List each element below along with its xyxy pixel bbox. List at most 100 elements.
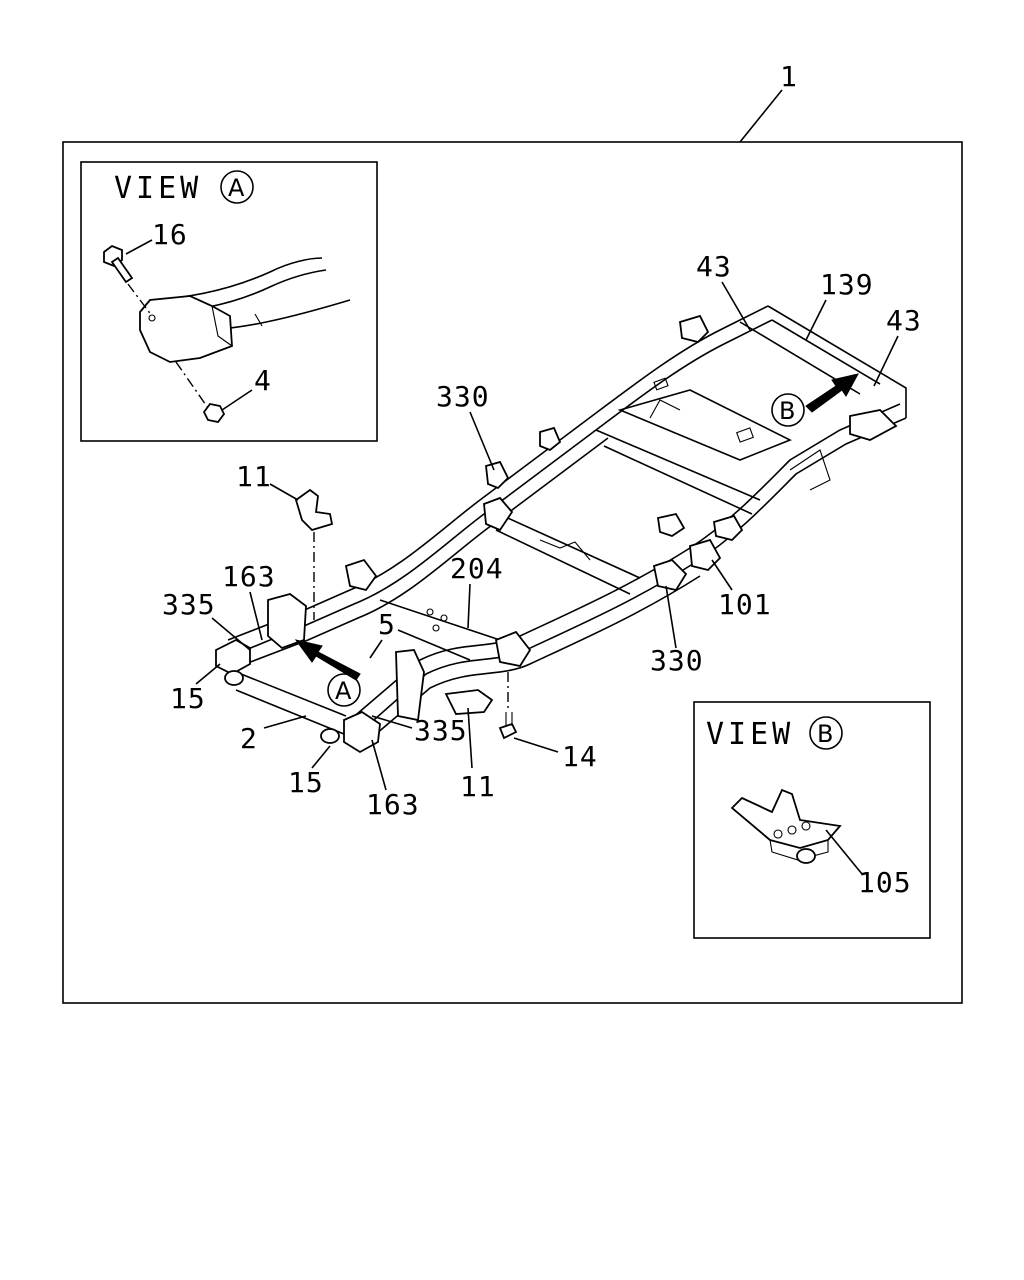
left-rail-top-outer bbox=[227, 305, 769, 641]
view-a-rail-top bbox=[149, 257, 323, 301]
view-a-bolt-leader bbox=[125, 239, 153, 255]
front-right-tower bbox=[395, 649, 425, 722]
leader-11-top bbox=[269, 483, 299, 501]
leader-43-right bbox=[873, 335, 899, 387]
right-rail-bottom bbox=[361, 575, 701, 747]
assembly-border bbox=[62, 141, 963, 1004]
left-rail-bottom bbox=[239, 437, 609, 667]
view-a-bracket bbox=[139, 295, 233, 363]
callout-335-right: 335 bbox=[414, 714, 468, 747]
view-a-bolt bbox=[103, 244, 134, 284]
rear-crossmember-outer bbox=[767, 305, 907, 418]
view-a-bolt-axis bbox=[127, 283, 153, 317]
view-b-inset: VIEW B 105 bbox=[693, 701, 931, 939]
leader-43-left bbox=[721, 281, 751, 331]
bolt-14-head bbox=[498, 722, 518, 740]
leader-335-left bbox=[211, 617, 251, 651]
view-b-hole-3 bbox=[801, 821, 811, 831]
leader-330-bottom bbox=[665, 585, 677, 649]
leader-163-top bbox=[249, 591, 263, 641]
view-a-hole bbox=[148, 314, 156, 322]
rail-bracket-inner-right bbox=[656, 512, 686, 537]
crossmember-4-plate bbox=[617, 389, 792, 461]
leader-204 bbox=[467, 583, 471, 629]
arrow-to-view-a bbox=[294, 639, 361, 681]
rail-bracket-rear-left bbox=[679, 314, 710, 343]
leader-101 bbox=[711, 559, 733, 591]
callout-335-left: 335 bbox=[162, 588, 216, 621]
crossmember-2-line bbox=[539, 539, 591, 561]
front-right-bushing bbox=[320, 728, 340, 744]
callout-5: 5 bbox=[378, 608, 396, 641]
callout-15-left: 15 bbox=[170, 682, 206, 715]
leader-15-left bbox=[195, 663, 221, 685]
view-a-nut bbox=[202, 403, 226, 423]
crossmember-3-bottom bbox=[603, 445, 753, 515]
leader-335-right bbox=[371, 715, 413, 729]
view-b-marker: B bbox=[817, 720, 833, 748]
view-a-bracket-mark bbox=[254, 313, 263, 327]
view-b-leader bbox=[825, 829, 863, 875]
rail-bracket-mid-right bbox=[712, 514, 744, 541]
rear-crossmember-inner bbox=[771, 319, 881, 385]
view-a-bolt-label: 16 bbox=[152, 218, 188, 251]
callout-15-bottom: 15 bbox=[288, 766, 324, 799]
front-crossmember-top bbox=[235, 671, 347, 717]
right-rail-top-inner bbox=[357, 417, 907, 735]
view-a-nut-label: 4 bbox=[254, 364, 272, 397]
front-left-bushing bbox=[224, 670, 244, 686]
bracket-11-lower bbox=[444, 689, 494, 715]
crossmember-1-hole-3 bbox=[432, 624, 440, 632]
rail-bracket-front-left bbox=[344, 558, 378, 592]
arrow-to-view-b bbox=[805, 373, 859, 413]
leader-5 bbox=[369, 639, 383, 659]
assembly-leader bbox=[739, 89, 783, 143]
view-b-bracket-label: 105 bbox=[858, 866, 912, 899]
view-b-border bbox=[693, 701, 931, 939]
view-a-nut-leader bbox=[221, 389, 253, 411]
view-a-nut-axis bbox=[175, 361, 209, 409]
left-rail-top-inner bbox=[235, 319, 773, 655]
crossmember-4-slot2 bbox=[736, 427, 754, 443]
leader-139 bbox=[805, 299, 827, 341]
crossmember-4-rib bbox=[649, 399, 681, 419]
callout-204: 204 bbox=[450, 552, 504, 585]
view-b-marker-circle bbox=[809, 716, 843, 750]
frame-marker-a: A bbox=[335, 677, 352, 705]
rail-bracket-mid-left bbox=[539, 426, 562, 452]
callout-11-bottom: 11 bbox=[460, 770, 496, 803]
crossmember-1-bottom bbox=[397, 629, 471, 661]
leader-11-bottom bbox=[467, 707, 473, 769]
crossmember-2-top bbox=[489, 509, 641, 579]
leader-15-bottom bbox=[311, 745, 331, 769]
view-a-bracket-edge bbox=[211, 305, 233, 347]
view-a-inset: VIEW A 16 4 bbox=[80, 161, 378, 442]
view-b-bracket bbox=[730, 788, 842, 849]
crossmember-2-bottom bbox=[495, 529, 631, 595]
callout-101: 101 bbox=[718, 588, 772, 621]
view-b-hole-2 bbox=[787, 825, 797, 835]
assembly-label: 1 bbox=[780, 60, 798, 93]
crossmember-3-top bbox=[595, 429, 761, 501]
view-a-marker-circle bbox=[220, 170, 254, 204]
callout-139: 139 bbox=[820, 268, 874, 301]
view-b-stud bbox=[796, 848, 816, 864]
view-a-border bbox=[80, 161, 378, 442]
callout-43-left: 43 bbox=[696, 250, 732, 283]
crossmember-4-slot bbox=[653, 377, 669, 391]
callout-330-bottom: 330 bbox=[650, 644, 704, 677]
frame-marker-b-circle bbox=[771, 393, 805, 427]
right-rail-top-outer bbox=[349, 403, 901, 721]
front-left-tower bbox=[267, 593, 307, 650]
crossmember-1-hole-1 bbox=[426, 608, 434, 616]
frame-marker-a-circle bbox=[327, 673, 361, 707]
front-left-bushing-bracket bbox=[215, 638, 251, 676]
chassis-frame: A B bbox=[215, 305, 907, 754]
rail-bracket-rear-right bbox=[849, 409, 898, 441]
callout-330-top: 330 bbox=[436, 380, 490, 413]
view-a-title: VIEW bbox=[114, 171, 202, 206]
callout-11-top: 11 bbox=[236, 460, 272, 493]
callouts: 43 139 43 330 11 163 204 335 5 101 15 33… bbox=[162, 250, 921, 821]
